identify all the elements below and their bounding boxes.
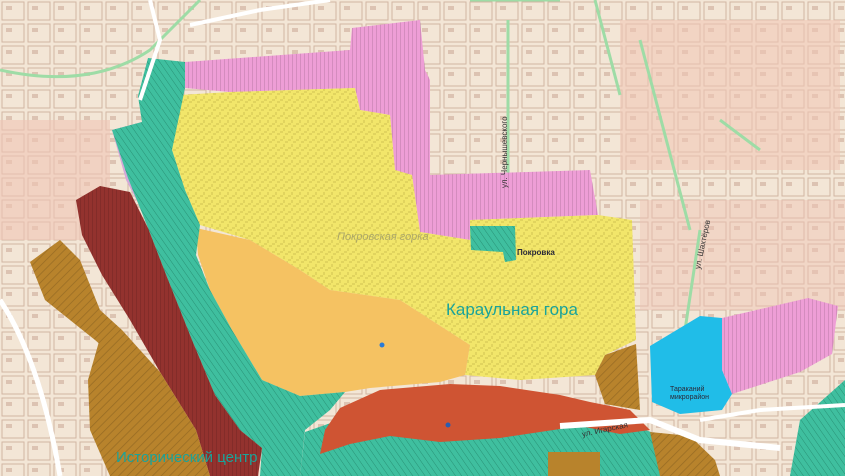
zone-brown-southwest-texture xyxy=(88,338,210,476)
road-green-ne xyxy=(470,0,761,231)
road-east xyxy=(699,403,845,422)
label-karaulnaya-gora: Караульная гора xyxy=(446,300,578,319)
zone-pink-east-texture xyxy=(722,298,838,394)
label-pokrovka: Покровка xyxy=(517,248,555,257)
road-north-diagonal xyxy=(189,0,331,27)
zone-brown-west-texture xyxy=(30,240,140,360)
zone-brown-east-texture xyxy=(595,344,640,410)
road-diagonal-nw xyxy=(0,0,202,79)
label-pokrovskaya-gorka: Покровская горка xyxy=(337,231,429,243)
zone-green-ribbon-texture xyxy=(112,58,345,476)
zone-brown-south-texture xyxy=(650,432,720,476)
road-igarskaya xyxy=(559,416,781,451)
point-marker-orange xyxy=(379,342,385,348)
zone-orange xyxy=(196,228,470,396)
road-west-diagonal xyxy=(0,298,63,476)
urban-block-ne xyxy=(620,20,840,170)
road-north-rail xyxy=(138,0,163,101)
point-marker-red xyxy=(445,422,451,428)
label-ul-chernyshevskogo: ул. Чернышевского xyxy=(500,116,509,188)
zone-red xyxy=(320,384,650,454)
road-shakhterov xyxy=(683,229,702,331)
zone-brown-center xyxy=(548,452,600,476)
zone-maroon-texture xyxy=(76,186,262,476)
zone-cyan xyxy=(650,316,732,414)
urban-block-e xyxy=(640,200,845,310)
zone-yellow-texture xyxy=(172,88,636,380)
zone-pink-north-texture xyxy=(185,20,598,240)
label-tarakanka: Тараканий микрорайон xyxy=(670,386,710,401)
label-istoricheskiy-centr: Исторический центр xyxy=(116,449,258,466)
zone-green-pokrovka-texture xyxy=(470,226,516,262)
